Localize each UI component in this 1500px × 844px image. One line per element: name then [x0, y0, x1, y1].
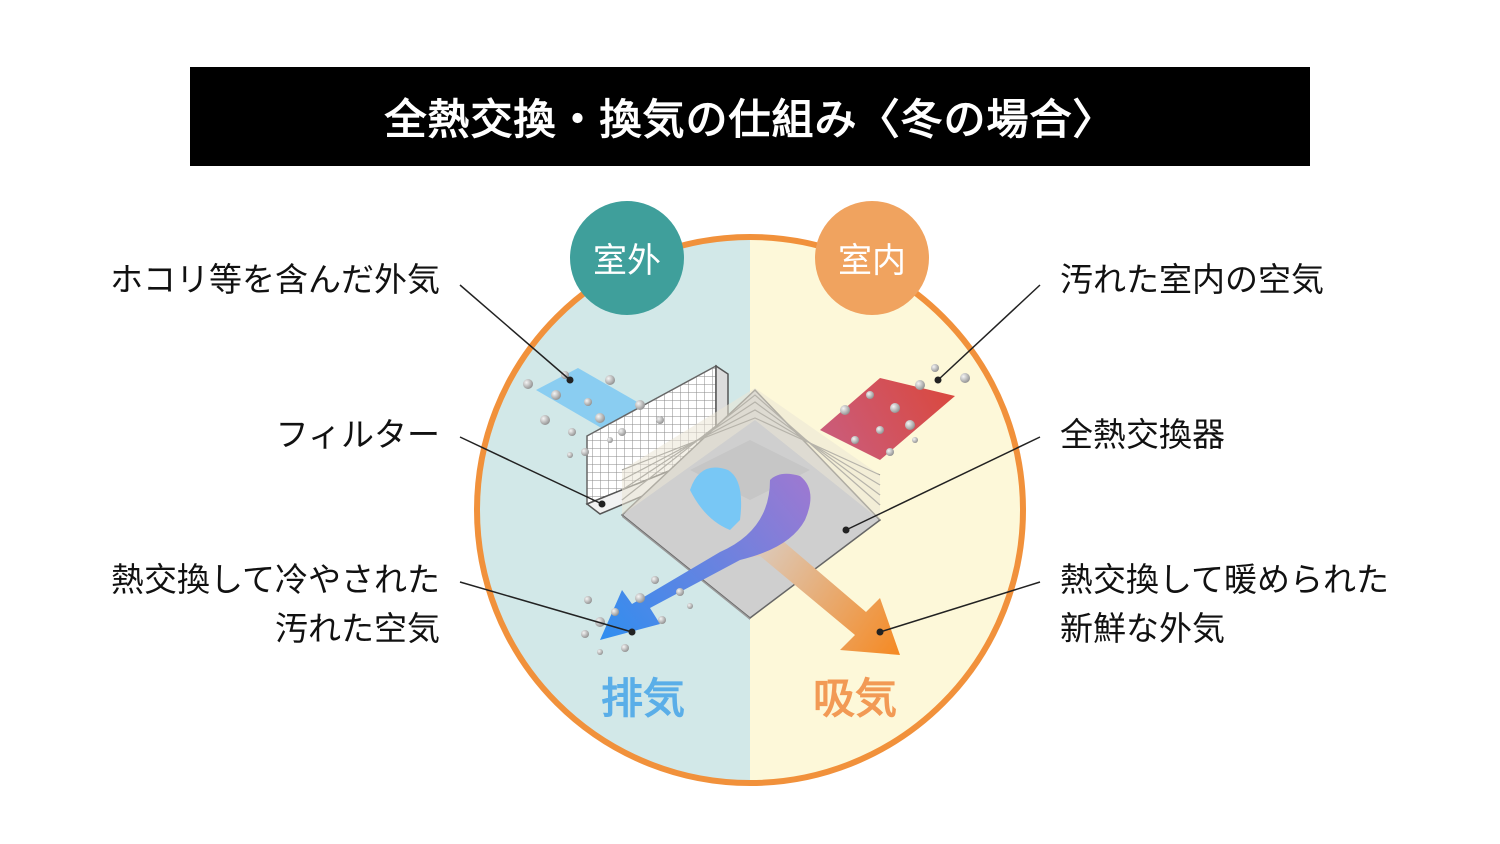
warmed-fresh-air-label: 熱交換して暖められた 新鮮な外気 [1060, 555, 1389, 653]
outdoor-badge-label: 室外 [593, 241, 661, 281]
cooled-dirty-air-label: 熱交換して冷やされた 汚れた空気 [40, 555, 440, 653]
exhaust-label: 排気 [601, 674, 685, 723]
warmed-fresh-air-line1: 熱交換して暖められた [1060, 560, 1390, 599]
cooled-dirty-air-line2: 汚れた空気 [275, 609, 440, 648]
outer-ring [474, 234, 1026, 786]
fresh-air-inner-flow [690, 467, 742, 530]
exhaust-arrow [600, 473, 811, 640]
warmed-fresh-air-line2: 新鮮な外気 [1060, 609, 1225, 648]
indoor-badge-label: 室内 [838, 241, 906, 281]
page-title: 全熱交換・換気の仕組み〈冬の場合〉 [190, 67, 1310, 166]
outdoor-badge [570, 201, 684, 315]
dust-particles [523, 364, 970, 655]
heat-exchanger-label: 全熱交換器 [1060, 415, 1225, 454]
leader-dots [566, 376, 942, 636]
intake-label: 吸気 [813, 674, 897, 723]
dirty-indoor-air-label: 汚れた室内の空気 [1060, 260, 1324, 299]
heat-exchanger [620, 388, 882, 620]
filter-label: フィルター [275, 415, 440, 454]
cooled-dirty-air-line1: 熱交換して冷やされた [110, 560, 440, 599]
intake-arrow [728, 530, 900, 655]
dusty-outside-air-label: ホコリ等を含んだ外気 [110, 260, 440, 299]
leader-lines [459, 284, 1041, 633]
indoor-badge [815, 201, 929, 315]
